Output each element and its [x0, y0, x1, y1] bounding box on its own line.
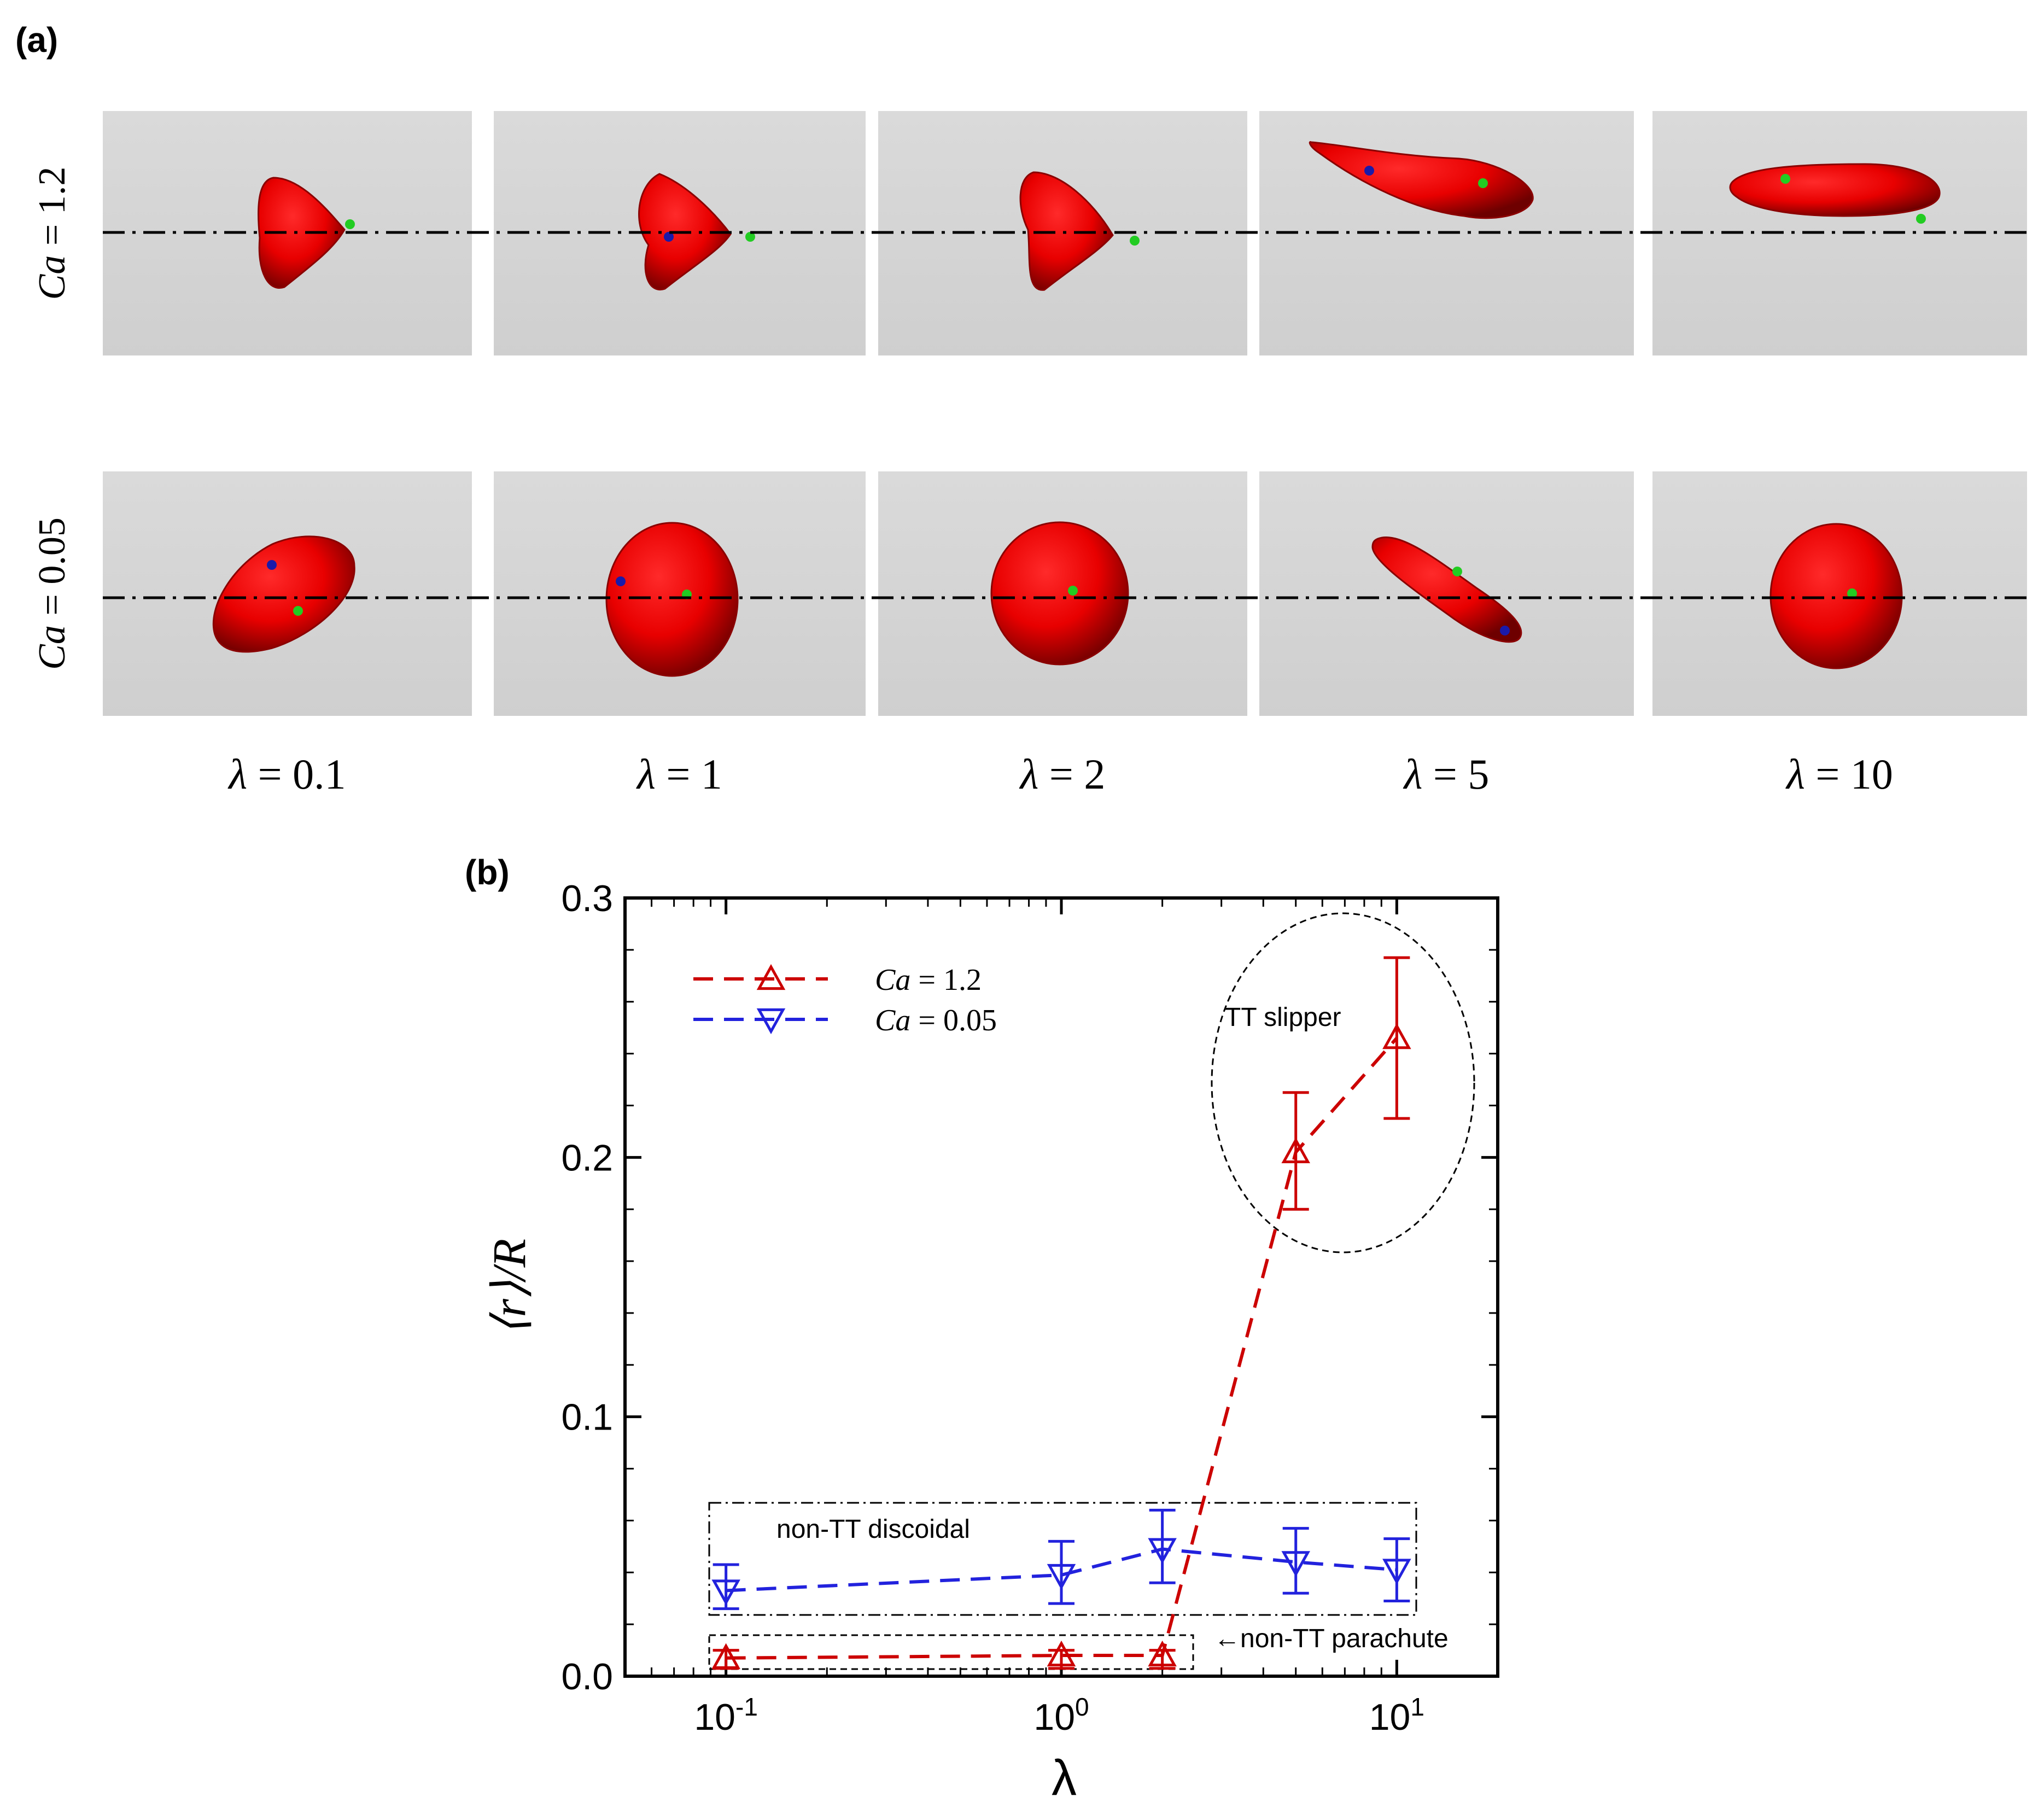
- snapshot-tile: [1652, 471, 2027, 716]
- x-tick-label: 10-1: [694, 1693, 758, 1738]
- row-label-var: Ca: [31, 625, 73, 670]
- legend-label-var: Ca: [875, 963, 910, 997]
- red-blood-cell: [1729, 163, 1941, 217]
- annotation-tt-slipper: TT slipper: [1225, 1003, 1341, 1032]
- data-point: [1047, 1640, 1076, 1667]
- green-marker: [1068, 586, 1078, 596]
- annotation-non-tt-parachute: ←non-TT parachute: [1214, 1624, 1449, 1653]
- legend-label-1: Ca = 0.05: [875, 1004, 997, 1037]
- column-label-var: λ: [636, 750, 656, 798]
- series-1: [711, 1508, 1411, 1611]
- x-axis-label: λ: [1052, 1750, 1077, 1806]
- blue-marker: [1364, 166, 1374, 176]
- data-point: [711, 1579, 740, 1606]
- red-blood-cell: [990, 521, 1129, 666]
- column-label-0: λ = 0.1: [227, 750, 346, 798]
- y-tick-label: 0.1: [561, 1397, 613, 1438]
- data-point: [1281, 1137, 1310, 1163]
- column-label-val: = 10: [1805, 750, 1893, 798]
- series-0: [711, 956, 1411, 1670]
- column-label-var: λ: [1019, 750, 1039, 798]
- snapshot-tile: [494, 471, 866, 716]
- row-label-var: Ca: [31, 255, 73, 300]
- legend-label-0: Ca = 1.2: [875, 963, 982, 997]
- y-tick-label: 0.3: [561, 878, 613, 919]
- column-label-var: λ: [227, 750, 247, 798]
- parachute-region: [708, 1634, 1194, 1670]
- x-tick-exponent: 0: [1075, 1693, 1089, 1721]
- data-point: [1382, 1559, 1411, 1585]
- red-blood-cell: [1019, 171, 1114, 291]
- green-marker: [1478, 178, 1488, 188]
- data-point: [1047, 1564, 1076, 1590]
- column-label-2: λ = 2: [1019, 750, 1106, 798]
- green-marker: [345, 219, 355, 229]
- red-blood-cell: [605, 522, 739, 677]
- red-blood-cell: [212, 535, 355, 653]
- row-label-1: Ca = 0.05: [31, 517, 73, 670]
- tt-slipper-region: [1211, 912, 1475, 1253]
- red-blood-cell: [1371, 536, 1522, 643]
- blue-marker: [1500, 626, 1510, 635]
- row-label-val: = 1.2: [31, 167, 73, 255]
- column-label-val: = 0.1: [247, 750, 346, 798]
- data-point: [1281, 1551, 1310, 1577]
- data-point: [1148, 1640, 1177, 1667]
- x-tick-label: 100: [1033, 1693, 1089, 1738]
- column-label-1: λ = 1: [636, 750, 722, 798]
- snapshot-tile: [878, 471, 1247, 716]
- green-marker: [1780, 174, 1790, 184]
- green-marker: [1916, 214, 1926, 224]
- row-label-val: = 0.05: [31, 517, 73, 625]
- legend-label-var: Ca: [875, 1004, 910, 1037]
- snapshot-tile: [1259, 471, 1634, 716]
- legend-marker: [756, 1008, 786, 1035]
- column-label-var: λ: [1785, 750, 1805, 798]
- x-tick-exponent: -1: [735, 1693, 758, 1721]
- blue-marker: [267, 560, 277, 570]
- legend-marker: [756, 964, 786, 990]
- y-tick-label: 0.0: [561, 1656, 613, 1698]
- green-marker: [1130, 236, 1140, 246]
- x-tick-base: 10: [694, 1696, 735, 1738]
- snapshot-tile: [103, 471, 472, 716]
- green-marker: [1847, 588, 1857, 598]
- x-tick-label: 101: [1369, 1693, 1424, 1738]
- red-blood-cell: [1769, 523, 1903, 669]
- column-label-val: = 5: [1422, 750, 1489, 798]
- x-tick-exponent: 1: [1410, 1693, 1424, 1721]
- green-marker: [745, 232, 755, 242]
- y-tick-label: 0.2: [561, 1137, 613, 1179]
- legend-label-val: = 0.05: [910, 1004, 997, 1037]
- green-marker: [1452, 567, 1462, 576]
- legend-label-val: = 1.2: [910, 963, 982, 997]
- column-label-3: λ = 5: [1403, 750, 1490, 798]
- y-axis-label: ⟨r⟩/R: [483, 1239, 535, 1335]
- x-tick-base: 10: [1033, 1696, 1075, 1738]
- row-label-0: Ca = 1.2: [31, 167, 73, 300]
- data-point: [1382, 1023, 1411, 1049]
- column-label-val: = 1: [656, 750, 722, 798]
- blue-marker: [616, 576, 626, 586]
- red-blood-cell: [258, 177, 346, 289]
- green-marker: [293, 606, 303, 616]
- panel-b-label: (b): [465, 853, 510, 892]
- column-label-var: λ: [1403, 750, 1423, 798]
- red-blood-cell: [1309, 141, 1534, 219]
- annotation-non-tt-discoidal: non-TT discoidal: [776, 1515, 970, 1544]
- blue-marker: [664, 232, 674, 242]
- panel-a-label: (a): [15, 20, 59, 60]
- data-point: [1148, 1538, 1177, 1564]
- discoidal-region: [708, 1502, 1417, 1616]
- column-label-4: λ = 10: [1785, 750, 1893, 798]
- data-point: [711, 1643, 740, 1669]
- x-tick-base: 10: [1369, 1696, 1411, 1738]
- column-label-val: = 2: [1038, 750, 1105, 798]
